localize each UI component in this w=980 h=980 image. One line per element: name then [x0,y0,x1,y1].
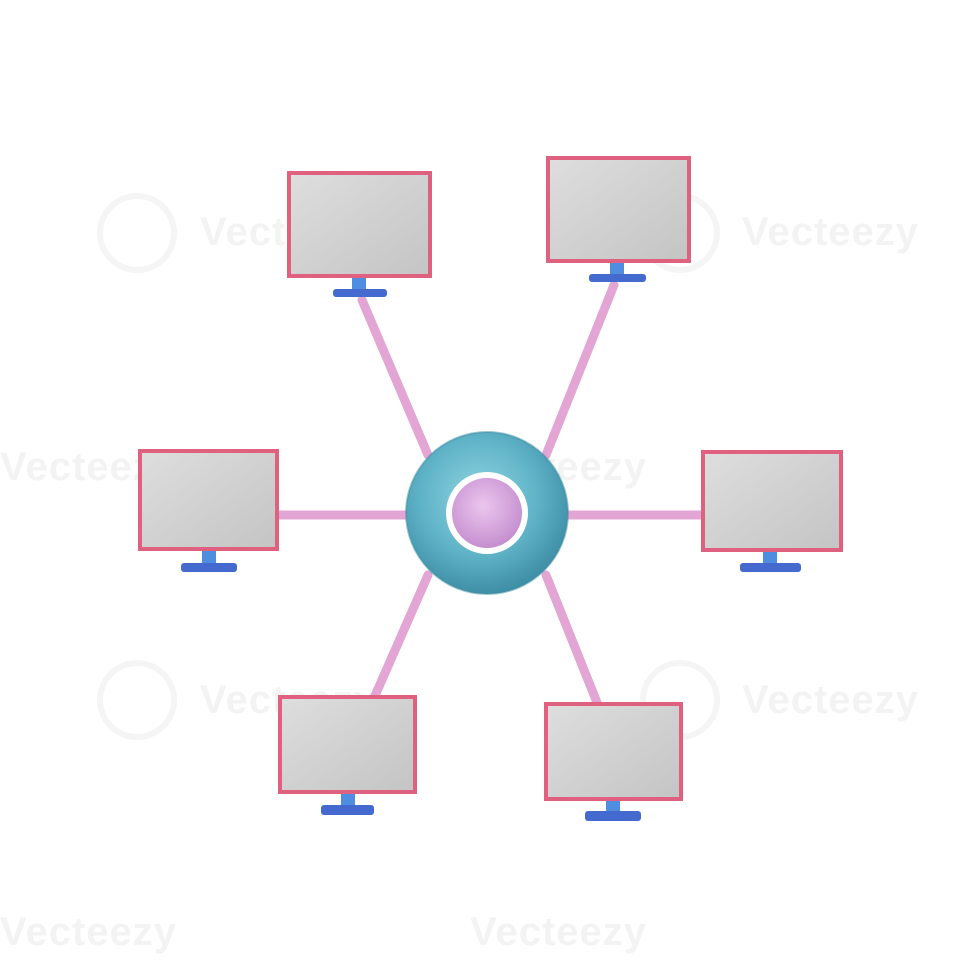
cables [273,280,707,710]
cable-top-right [541,280,619,460]
monitor-top-right-icon [546,156,691,282]
monitor-bottom-right-icon [544,702,683,821]
network-hub-icon [405,431,569,595]
monitor-bottom-left-icon [278,695,417,815]
cable-bottom-left [369,570,433,703]
monitor-middle-left-icon [138,449,279,572]
cable-bottom-right [541,570,603,710]
monitor-middle-right-icon [701,450,843,572]
cable-top-left [357,295,433,460]
monitor-top-left-icon [287,171,432,297]
